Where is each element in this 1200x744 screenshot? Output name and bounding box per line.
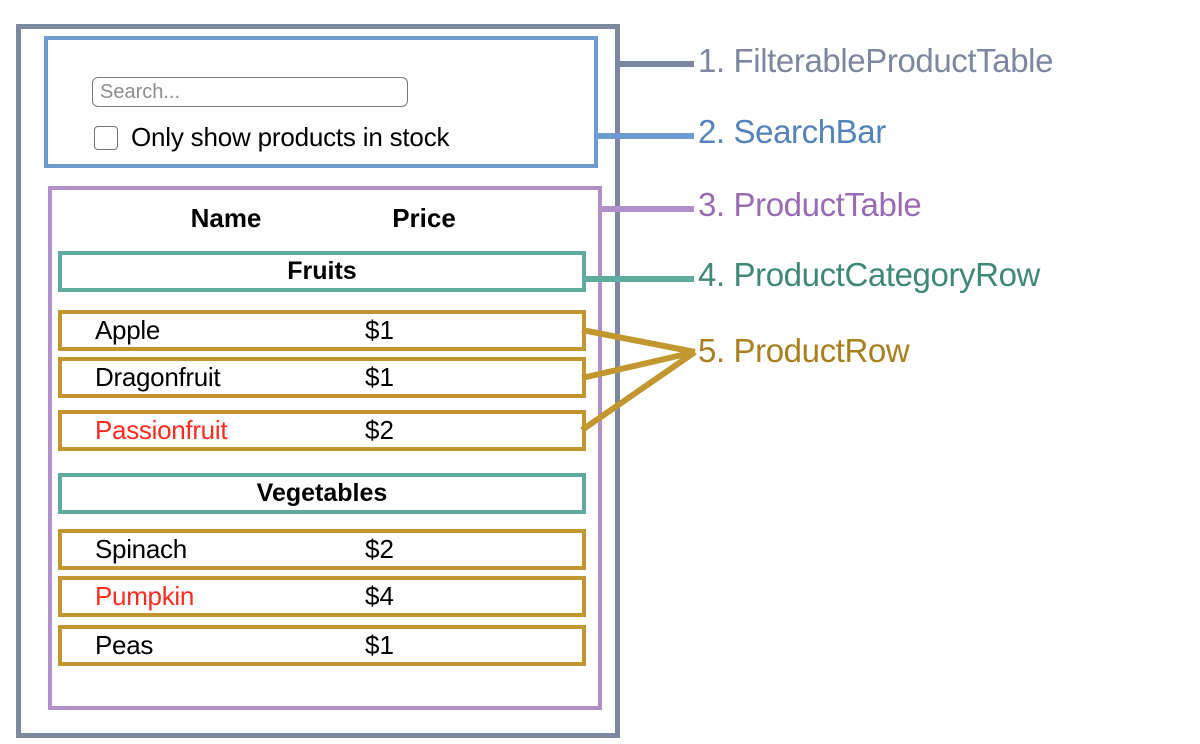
annotation-5-label: ProductRow	[733, 332, 910, 369]
product-name: Passionfruit	[95, 414, 228, 445]
column-header-name: Name	[190, 203, 262, 233]
product-price: $2	[365, 414, 394, 445]
leader-line-product-row-fan	[580, 327, 697, 433]
annotation-1: 1. FilterableProductTable	[698, 42, 1053, 80]
column-header-price: Price	[392, 203, 456, 233]
annotation-2-number: 2.	[698, 113, 725, 150]
in-stock-checkbox-label: Only show products in stock	[131, 122, 450, 152]
annotation-1-label: FilterableProductTable	[733, 42, 1054, 79]
product-category-row: Fruits	[58, 251, 586, 292]
product-row: Pumpkin $4	[58, 576, 586, 617]
annotation-5: 5. ProductRow	[698, 332, 910, 370]
annotation-3: 3. ProductTable	[698, 186, 922, 224]
annotation-4: 4. ProductCategoryRow	[698, 256, 1040, 294]
product-name: Spinach	[95, 533, 187, 564]
leader-line-search-bar	[594, 133, 694, 139]
product-name: Dragonfruit	[95, 361, 221, 392]
annotation-3-number: 3.	[698, 186, 725, 223]
product-row: Peas $1	[58, 625, 586, 666]
category-name: Fruits	[287, 256, 357, 285]
category-name: Vegetables	[256, 478, 388, 507]
product-row: Spinach $2	[58, 529, 586, 570]
product-row: Apple $1	[58, 310, 586, 351]
product-price: $4	[365, 580, 394, 611]
in-stock-filter-row[interactable]: Only show products in stock	[94, 122, 449, 153]
annotation-4-number: 4.	[698, 256, 725, 293]
leader-line-filterable-product-table	[616, 61, 694, 67]
product-name: Peas	[95, 629, 154, 660]
product-category-row: Vegetables	[58, 473, 586, 514]
annotation-2: 2. SearchBar	[698, 113, 886, 151]
product-row: Dragonfruit $1	[58, 357, 586, 398]
product-row: Passionfruit $2	[58, 410, 586, 451]
annotation-5-number: 5.	[698, 332, 725, 369]
leader-line-product-table	[598, 206, 694, 212]
annotation-3-label: ProductTable	[733, 186, 922, 223]
product-name: Apple	[95, 314, 160, 345]
product-price: $1	[365, 314, 394, 345]
product-price: $2	[365, 533, 394, 564]
annotation-4-label: ProductCategoryRow	[733, 256, 1041, 293]
product-name: Pumpkin	[95, 580, 195, 611]
in-stock-checkbox[interactable]	[94, 125, 118, 150]
search-input[interactable]	[92, 77, 408, 107]
product-price: $1	[365, 361, 394, 392]
leader-line-product-category-row	[582, 276, 694, 282]
product-price: $1	[365, 629, 394, 660]
annotation-2-label: SearchBar	[733, 113, 887, 150]
annotation-1-number: 1.	[698, 42, 725, 79]
